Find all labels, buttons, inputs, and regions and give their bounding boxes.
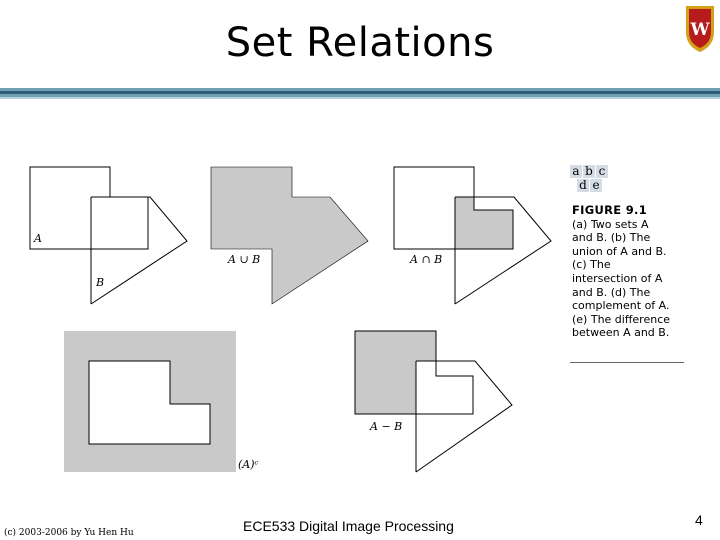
caption-line: union of A and B. (572, 244, 667, 258)
set-b-outline (91, 197, 148, 227)
svg-text:W: W (689, 20, 710, 40)
caption-line: (e) The difference (572, 312, 671, 326)
slide-title: Set Relations (225, 20, 495, 66)
label-set-a: A (34, 232, 42, 245)
difference-set-b (415, 360, 513, 473)
panel-letter: b (583, 165, 595, 178)
uw-crest-icon: W (686, 6, 714, 52)
set-b-outline-visible (90, 196, 188, 305)
caption-line: intersection of A (572, 271, 663, 285)
label-intersection: A ∩ B (410, 253, 443, 266)
caption-divider (570, 362, 684, 363)
caption-heading: FIGURE 9.1 (572, 203, 647, 217)
panel-a (29, 166, 188, 305)
panel-b (210, 166, 369, 305)
caption-line: (c) The (572, 258, 611, 272)
panel-letter: a (570, 165, 582, 178)
panel-letter: d (577, 179, 589, 192)
footer-copyright: (c) 2003-2006 by Yu Hen Hu (4, 528, 134, 538)
panel-e (354, 330, 513, 473)
intersection-inner-white (474, 197, 513, 210)
header-rule-low (0, 94, 720, 97)
panel-letter: e (590, 179, 602, 192)
union-shading (210, 166, 369, 305)
difference-shading (355, 331, 436, 414)
intersection-set-a (393, 166, 514, 250)
label-union: A ∪ B (228, 253, 261, 266)
figure-caption: FIGURE 9.1 (a) Two sets A and B. (b) The… (572, 203, 688, 340)
caption-line: complement of A. (572, 299, 670, 313)
label-difference: A − B (370, 420, 403, 433)
intersection-set-b (454, 196, 552, 305)
caption-line: and B. (d) The (572, 285, 651, 299)
label-set-b: B (96, 276, 105, 289)
page-number: 4 (695, 512, 703, 528)
caption-line: between A and B. (572, 326, 670, 340)
panel-d (64, 331, 236, 472)
caption-line: (a) Two sets A (572, 217, 649, 231)
label-complement: (A)ᶜ (238, 458, 259, 471)
set-a-outline (29, 166, 149, 250)
caption-line: and B. (b) The (572, 231, 651, 245)
panel-c (393, 166, 552, 305)
header-rule-top (0, 88, 720, 91)
header-rule-bottom (0, 97, 720, 99)
panel-letter: c (596, 165, 608, 178)
difference-set-a (354, 330, 474, 415)
header-rule-mid (0, 91, 720, 94)
footer-course: ECE533 Digital Image Processing (243, 518, 454, 534)
complement-hole (88, 360, 211, 445)
